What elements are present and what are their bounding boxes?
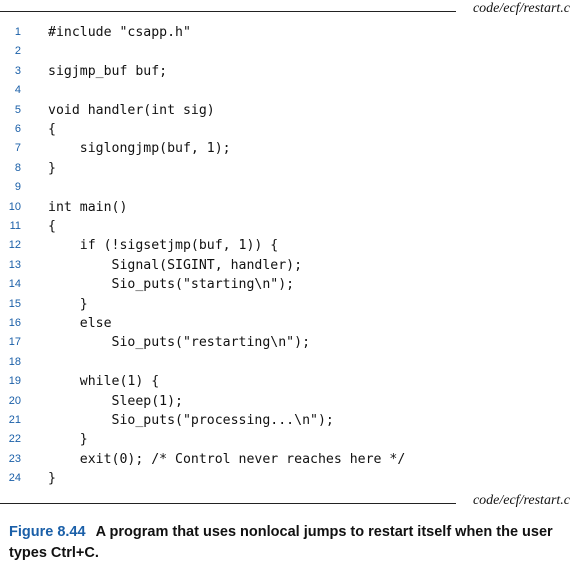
line-number: 8 xyxy=(14,161,21,174)
line-code: #include "csapp.h" xyxy=(48,25,191,40)
top-rule xyxy=(0,11,456,12)
line-code: else xyxy=(48,316,112,331)
line-number: 6 xyxy=(14,123,21,135)
line-code: int main() xyxy=(48,199,128,215)
code-line: 24} xyxy=(0,469,584,488)
line-code: siglongjmp(buf, 1); xyxy=(48,141,231,157)
line-number: 14 xyxy=(8,278,21,291)
code-line: 21 Sio_puts("processing...\n"); xyxy=(0,411,584,430)
line-code: Signal(SIGINT, handler); xyxy=(48,257,303,273)
line-code: sigjmp_buf buf; xyxy=(48,63,168,79)
code-line: 5 void handler(int sig) xyxy=(0,101,584,120)
code-line: 11 { xyxy=(0,217,584,236)
line-number: 12 xyxy=(8,239,21,252)
line-number: 18 xyxy=(8,355,21,368)
line-number: 3 xyxy=(14,64,21,77)
line-number: 7 xyxy=(14,142,21,155)
code-line: 14 Sio_puts("starting\n"); xyxy=(0,275,584,294)
filename-top: code/ecf/restart.c xyxy=(472,1,570,16)
line-code: exit(0); /* Control never reaches here *… xyxy=(48,451,406,467)
line-code: } xyxy=(48,471,56,487)
code-line: 9 xyxy=(0,178,584,197)
line-code: Sio_puts("restarting\n"); xyxy=(48,335,311,351)
line-number: 13 xyxy=(8,258,21,271)
line-number: 22 xyxy=(8,433,21,446)
figure-number: Figure 8.44 xyxy=(9,524,86,540)
code-line: 19 while(1) { xyxy=(0,372,584,391)
code-line: 16 else xyxy=(0,314,584,333)
line-code: Sio_puts("starting\n"); xyxy=(48,277,295,293)
line-code: } xyxy=(48,432,88,448)
line-number: 15 xyxy=(8,297,21,310)
line-number: 10 xyxy=(8,200,21,213)
line-number: 20 xyxy=(8,394,21,407)
figure-caption-text: A program that uses nonlocal jumps to re… xyxy=(9,524,553,561)
code-line: 20 Sleep(1); xyxy=(0,392,584,411)
listing-header: code/ecf/restart.c xyxy=(0,0,584,22)
code-line: 18 xyxy=(0,353,584,372)
line-number: 4 xyxy=(14,84,21,97)
code-line: 3 sigjmp_buf buf; xyxy=(0,62,584,81)
line-number: 21 xyxy=(8,414,21,426)
line-code: Sleep(1); xyxy=(48,393,183,409)
code-line: 12 if (!sigsetjmp(buf, 1)) { xyxy=(0,236,584,255)
code-line: 22 } xyxy=(0,430,584,449)
code-line: 2 xyxy=(0,42,584,61)
code-line: 8} xyxy=(0,159,584,178)
code-line: 13 Signal(SIGINT, handler); xyxy=(0,256,584,275)
code-line: 10 int main() xyxy=(0,198,584,217)
line-number: 1 xyxy=(14,26,21,38)
code-line: 7 siglongjmp(buf, 1); xyxy=(0,139,584,158)
line-code: if (!sigsetjmp(buf, 1)) { xyxy=(48,238,279,254)
line-number: 17 xyxy=(8,336,21,349)
code-line: 17 Sio_puts("restarting\n"); xyxy=(0,333,584,352)
line-code: Sio_puts("processing...\n"); xyxy=(48,413,334,428)
code-line: 23 exit(0); /* Control never reaches her… xyxy=(0,450,584,469)
line-code: } xyxy=(48,160,56,176)
line-number: 16 xyxy=(8,317,21,329)
line-code: while(1) { xyxy=(48,374,160,390)
line-code: { xyxy=(48,219,56,234)
filename-bottom: code/ecf/restart.c xyxy=(472,493,570,508)
line-number: 9 xyxy=(14,181,21,194)
code-line: 4 xyxy=(0,81,584,100)
line-code: void handler(int sig) xyxy=(48,102,215,118)
line-number: 19 xyxy=(8,375,21,388)
line-code: } xyxy=(48,296,88,312)
line-number: 2 xyxy=(14,45,21,58)
code-line: 1 #include "csapp.h" xyxy=(0,23,584,42)
line-number: 24 xyxy=(8,472,21,485)
bottom-rule xyxy=(0,503,456,504)
line-code: { xyxy=(48,122,56,137)
line-number: 11 xyxy=(9,220,21,232)
code-line: 15 } xyxy=(0,295,584,314)
code-line: 6{ xyxy=(0,120,584,139)
line-number: 5 xyxy=(14,103,21,116)
line-number: 23 xyxy=(8,452,21,465)
